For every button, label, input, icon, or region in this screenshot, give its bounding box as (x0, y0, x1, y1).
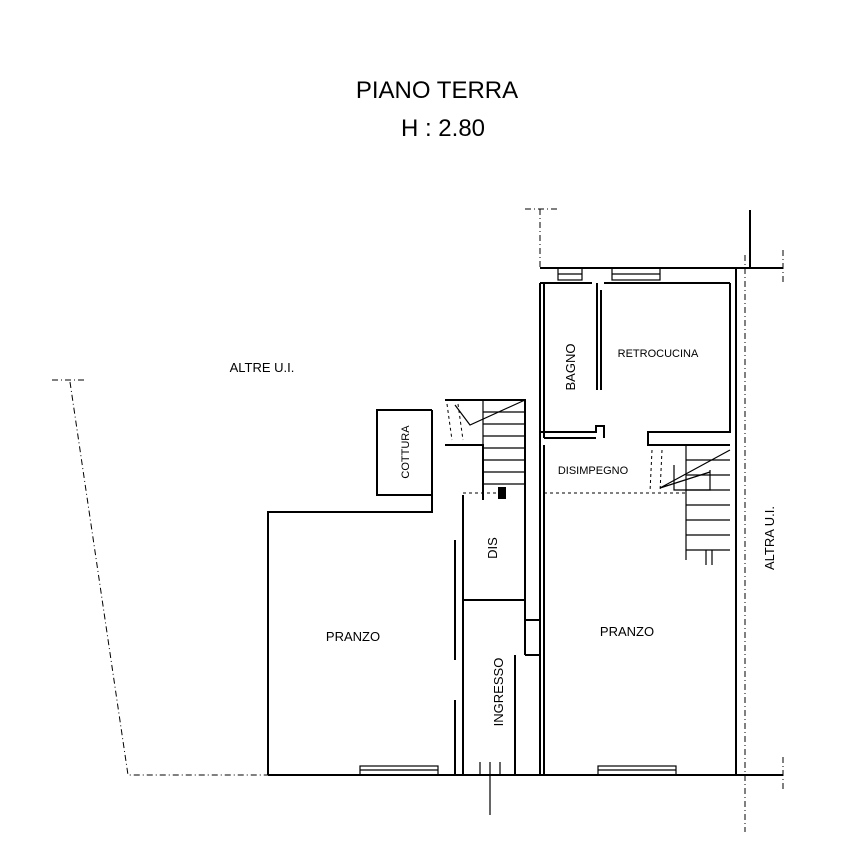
property-boundary (52, 208, 784, 832)
label-retrocucina: RETROCUCINA (618, 348, 699, 360)
label-altra-ui: ALTRA U.I. (762, 506, 777, 570)
label-pranzo-left: PRANZO (326, 629, 380, 644)
label-bagno: BAGNO (563, 344, 578, 391)
label-altre-ui: ALTRE U.I. (230, 360, 295, 375)
interior-walls (445, 282, 731, 775)
floor-title: PIANO TERRA (356, 77, 518, 104)
stairs-center (446, 399, 526, 499)
windows (359, 267, 677, 776)
dashed-openings (431, 410, 686, 512)
column-marker (498, 487, 506, 499)
label-disimpegno: DISIMPEGNO (558, 465, 629, 477)
label-ingresso: INGRESSO (491, 658, 506, 727)
label-cottura: COTTURA (400, 425, 412, 479)
label-dis: DIS (485, 537, 500, 559)
label-pranzo-right: PRANZO (600, 624, 654, 639)
ceiling-height: H : 2.80 (401, 115, 485, 142)
stairs-right (649, 445, 731, 565)
